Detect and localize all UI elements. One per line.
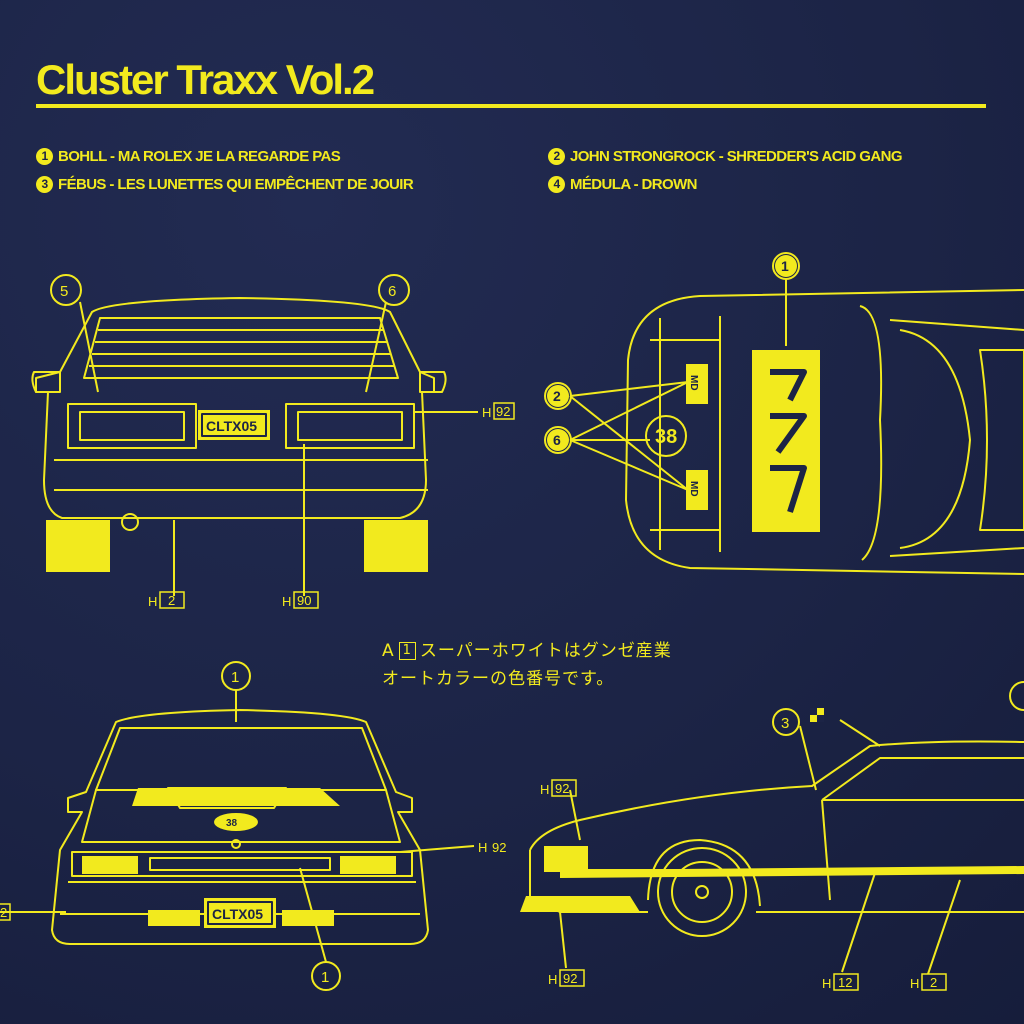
front-number-badge: 38 [226, 818, 238, 829]
svg-text:92: 92 [555, 781, 569, 796]
car-side-view [529, 681, 1024, 975]
md-decal: MD [688, 375, 699, 391]
svg-text:H: H [148, 594, 157, 609]
dimension-h92-side-low: H 92 [548, 969, 585, 987]
rear-license-plate: CLTX05 [206, 418, 257, 434]
race-number-badge: 38 [655, 426, 677, 448]
dimension-h12-side: H 12 [822, 973, 859, 991]
note-prefix: A [382, 641, 395, 661]
svg-text:H: H [482, 405, 491, 420]
track-number-badge: 4 [548, 175, 565, 193]
dimension-h2-front: 2 [0, 903, 11, 921]
svg-text:92: 92 [496, 404, 510, 419]
svg-text:H: H [282, 594, 291, 609]
callout-2: 2 [553, 388, 561, 404]
track-number-badge: 1 [36, 147, 53, 165]
svg-text:92: 92 [492, 840, 506, 855]
track-title: FÉBUS - LES LUNETTES QUI EMPÊCHENT DE JO… [58, 175, 414, 193]
svg-text:H: H [548, 972, 557, 987]
dimension-h92-rear: H 92 [482, 402, 515, 420]
svg-text:H: H [822, 976, 831, 991]
title-underline [36, 104, 986, 108]
svg-text:H: H [540, 782, 549, 797]
track-3: 3 FÉBUS - LES LUNETTES QUI EMPÊCHENT DE … [36, 173, 414, 195]
front-license-plate: CLTX05 [212, 906, 263, 922]
svg-text:92: 92 [563, 971, 577, 986]
track-title: MÉDULA - DROWN [570, 175, 697, 193]
svg-text:12: 12 [838, 975, 852, 990]
note-box-number: 1 [398, 642, 416, 660]
track-1: 1 BOHLL - MA ROLEX JE LA REGARDE PAS [36, 145, 341, 167]
md-decal: MD [688, 481, 699, 497]
roof-logo [770, 369, 807, 513]
callout-5: 5 [60, 283, 68, 300]
dimension-h2-side: H 2 [910, 973, 947, 991]
album-title: Cluster Traxx Vol.2 [36, 56, 375, 103]
callout-6: 6 [388, 283, 396, 300]
track-2: 2 JOHN STRONGROCK - SHREDDER'S ACID GANG [548, 145, 903, 167]
dimension-h90-rear: H 90 [282, 591, 319, 609]
svg-text:2: 2 [930, 975, 937, 990]
paint-note-line2: オートカラーの色番号です。 [382, 664, 614, 689]
track-number-badge: 2 [548, 147, 565, 165]
track-4: 4 MÉDULA - DROWN [548, 173, 697, 195]
dimension-h92-front: H 92 [478, 840, 506, 855]
car-rear-view [31, 274, 478, 596]
callout-3: 3 [781, 715, 789, 732]
svg-text:H: H [910, 976, 919, 991]
dimension-h2-rear: H 2 [148, 591, 185, 609]
svg-text:90: 90 [297, 593, 311, 608]
svg-text:2: 2 [168, 593, 175, 608]
dimension-h92-side-top: H 92 [540, 779, 577, 797]
svg-text:H: H [478, 840, 487, 855]
track-title: BOHLL - MA ROLEX JE LA REGARDE PAS [58, 147, 341, 165]
callout-1-top: 1 [781, 258, 789, 274]
callout-1-front-low: 1 [321, 969, 329, 986]
callout-6-top: 6 [553, 432, 561, 448]
svg-text:2: 2 [0, 905, 7, 920]
callout-1-front: 1 [231, 669, 239, 686]
note-line2: オートカラーの色番号です。 [382, 669, 615, 689]
car-top-view [544, 252, 1024, 575]
track-number-badge: 3 [36, 175, 53, 193]
track-title: JOHN STRONGROCK - SHREDDER'S ACID GANG [570, 147, 903, 165]
note-line1: スーパーホワイトはグンゼ産業 [419, 641, 672, 661]
